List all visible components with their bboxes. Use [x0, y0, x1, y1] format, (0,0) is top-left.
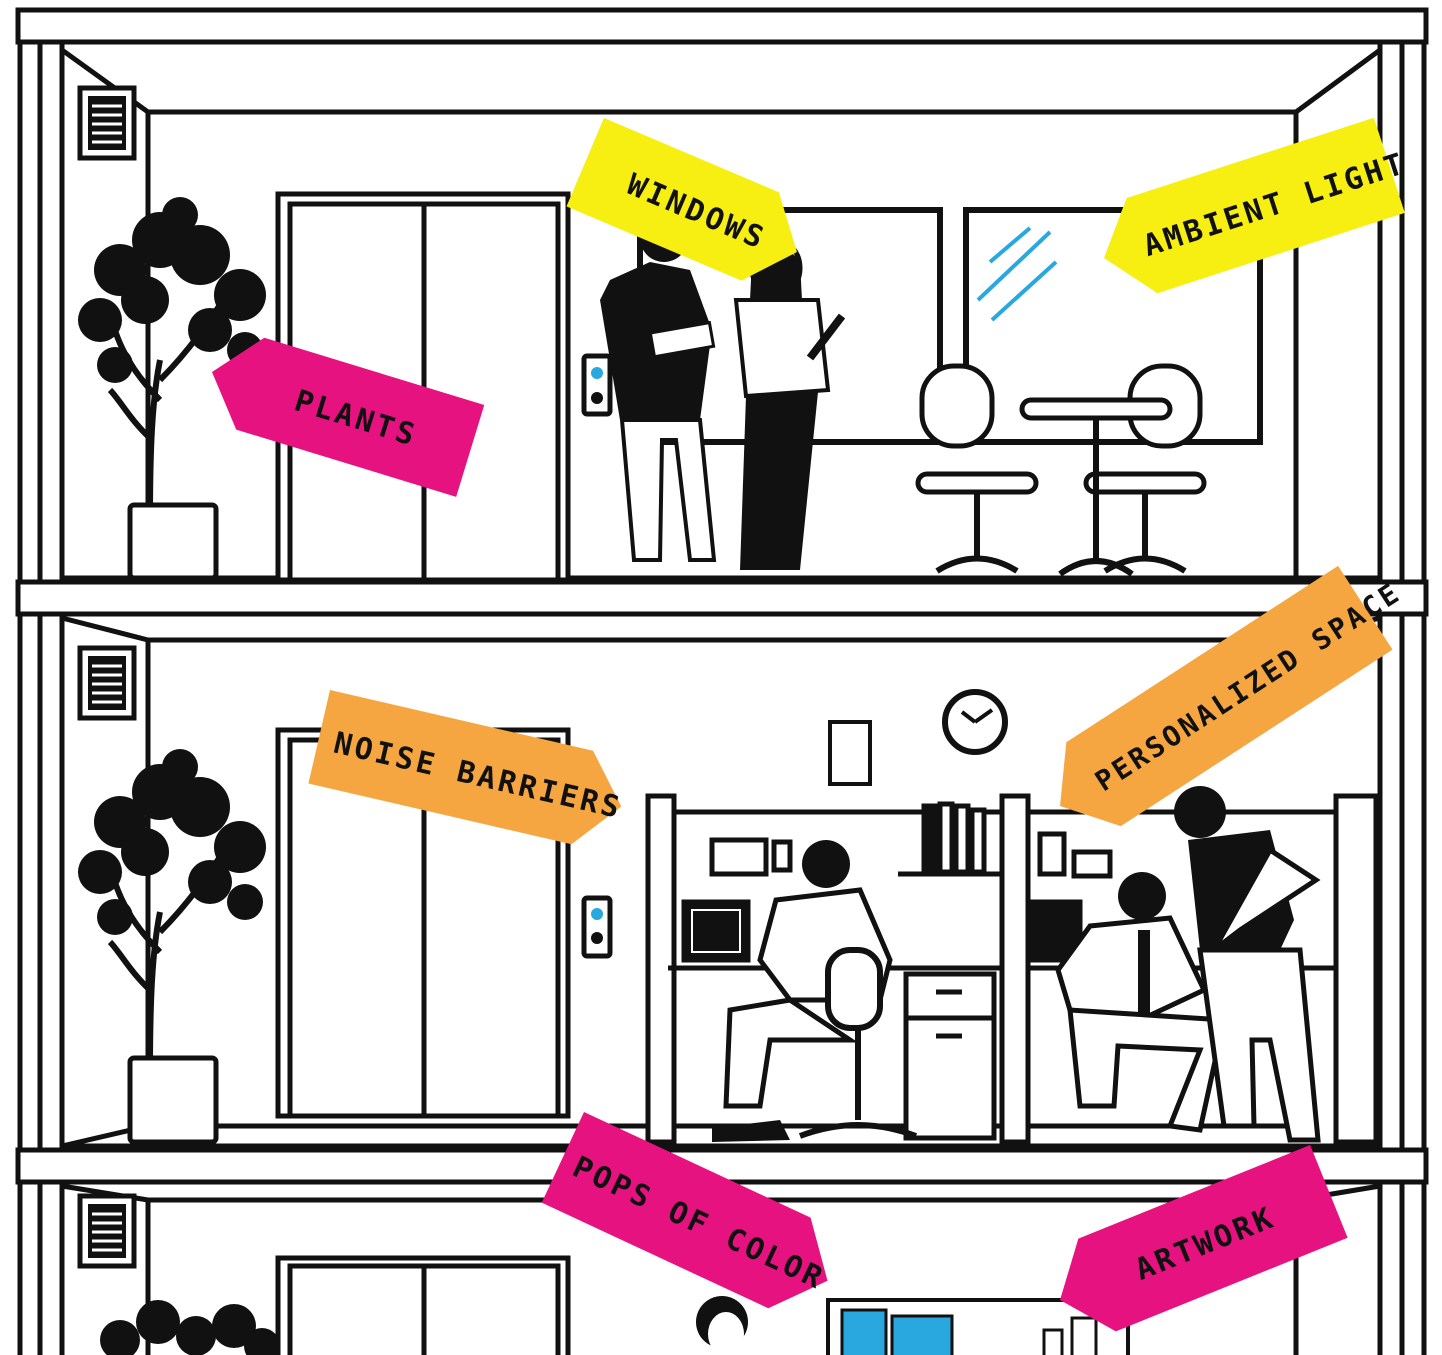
cubicles-floor-2	[645, 793, 1379, 1145]
tag-noise-barriers-shape	[308, 690, 622, 845]
tag-ambient-light-shape	[1104, 117, 1405, 294]
wall-light-switch	[828, 720, 872, 786]
colorful-artwork-floor-3	[826, 1298, 1130, 1355]
air-vent-icon	[80, 88, 134, 158]
potted-plant-floor-1	[78, 197, 266, 581]
coworkers-consulting-floor-2	[1055, 786, 1321, 1143]
tag-plants: PLANTS	[212, 337, 485, 497]
air-vent-icon	[80, 1196, 134, 1266]
people-talking-floor-1	[600, 214, 846, 570]
person-head-floor-3	[696, 1296, 748, 1355]
wall-clock-icon	[942, 689, 1008, 755]
tag-plants-shape	[212, 337, 485, 497]
air-vent-icon	[80, 648, 134, 718]
table-and-chairs-floor-1	[918, 366, 1204, 577]
potted-plant-floor-2	[78, 749, 266, 1145]
tag-noise-barriers: NOISE BARRIERS	[308, 690, 625, 845]
tag-artwork-shape	[1060, 1145, 1348, 1332]
tag-artwork: ARTWORK	[1060, 1145, 1348, 1332]
floor-2	[61, 615, 1381, 1149]
seated-worker-floor-2	[712, 840, 918, 1142]
plant-top-floor-3	[100, 1300, 280, 1355]
elevator-floor-3	[275, 1255, 571, 1355]
tag-pops-of-color-shape	[541, 1112, 828, 1309]
tag-windows-shape	[566, 118, 797, 281]
tag-personalized-space-shape	[1060, 565, 1393, 827]
